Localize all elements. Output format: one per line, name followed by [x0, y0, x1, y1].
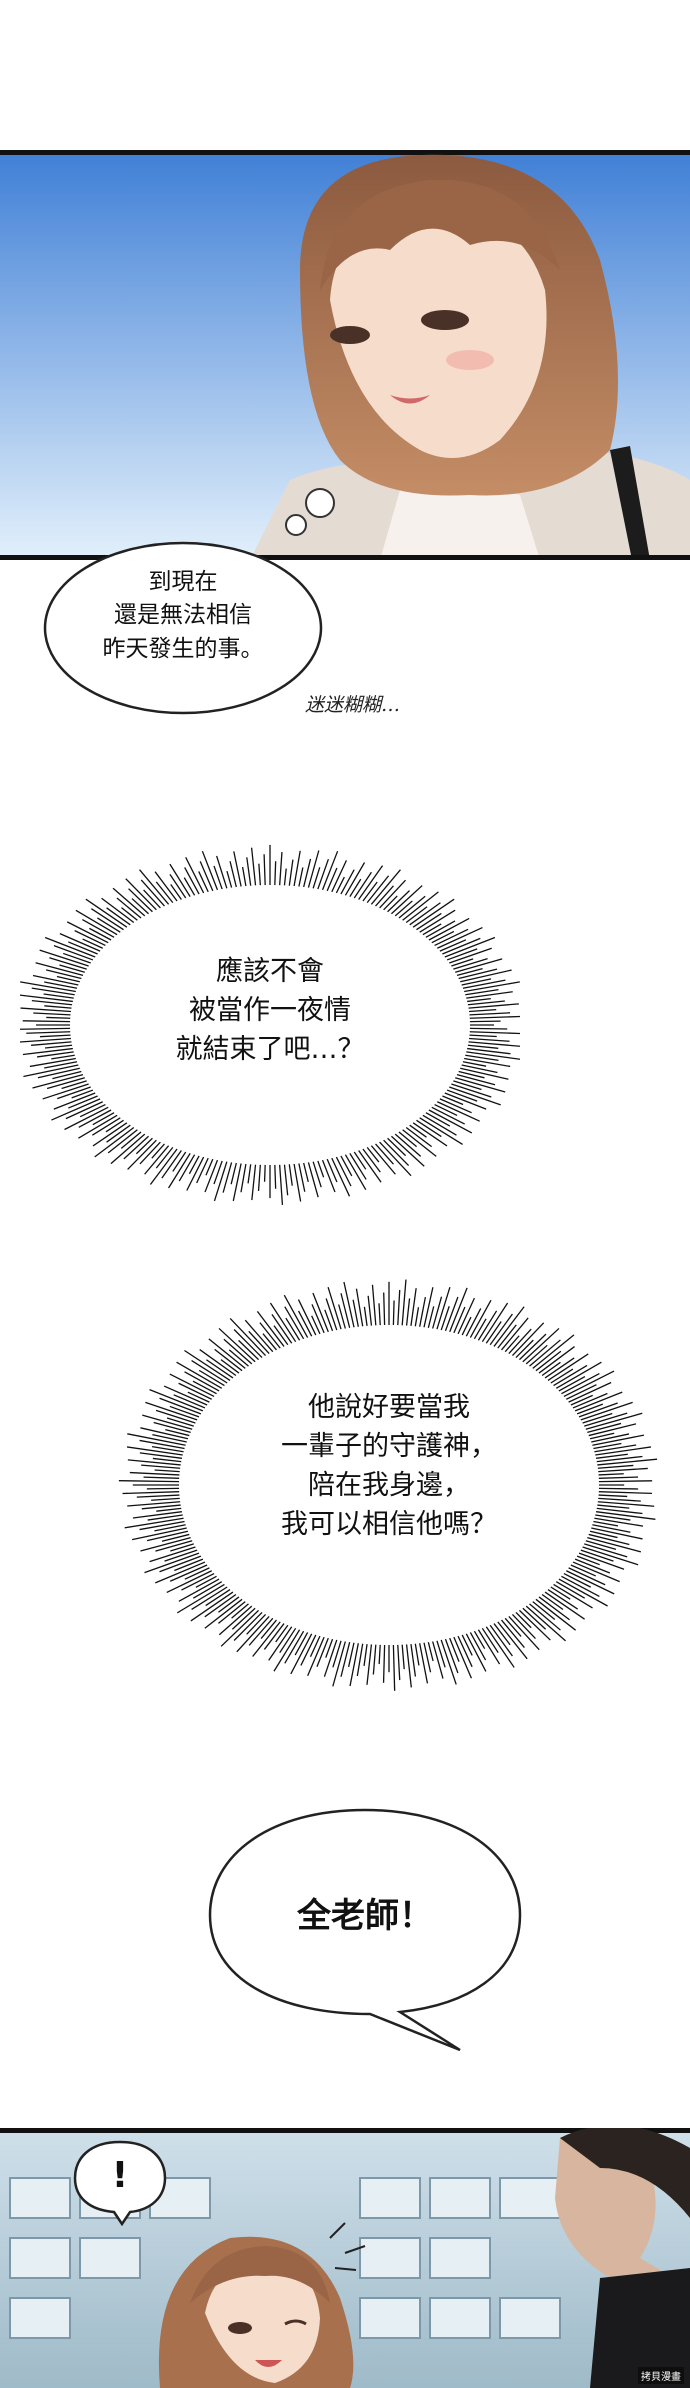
thought-line: 他說好要當我 [308, 1392, 470, 1423]
sfx-text: 迷迷糊糊… [305, 694, 401, 716]
burst-outline [20, 844, 520, 1205]
man-coat [590, 2268, 690, 2388]
thought-line: 被當作一夜情 [189, 995, 351, 1027]
thought-line: 應該不會 [216, 956, 324, 987]
exclaim-bubble: ! [70, 2136, 170, 2226]
bottom-panel: ! 拷貝漫畫 [0, 2128, 690, 2388]
speech-line: 到現在 [148, 569, 218, 595]
mouth [390, 395, 430, 404]
watermark: 拷貝漫畫 [638, 2367, 684, 2384]
thought-bubble-1: 應該不會 被當作一夜情 就結束了吧…？ [20, 840, 520, 1210]
face [205, 2260, 320, 2383]
thought-line: 一輩子的守護神， [281, 1431, 497, 1463]
right-eye [421, 310, 469, 330]
speech-bubble: 到現在 還是無法相信 昨天發生的事。 [38, 536, 328, 726]
thought-line: 我可以相信他嗎？ [281, 1509, 497, 1541]
thought-bubble-2: 他說好要當我 一輩子的守護神， 陪在我身邊， 我可以相信他嗎？ [118, 1270, 660, 1700]
thought-line: 就結束了吧…？ [175, 1034, 365, 1066]
shout-bubble: 全老師！ [200, 1800, 530, 2060]
left-eye [330, 326, 370, 344]
thought-line: 陪在我身邊， [308, 1470, 470, 1502]
exclaim-text: ! [111, 2155, 129, 2196]
speech-line: 還是無法相信 [114, 602, 252, 629]
top-panel-art [0, 150, 690, 560]
strap [610, 446, 650, 560]
speech-line: 昨天發生的事。 [102, 635, 264, 662]
shirt [380, 486, 540, 560]
face [330, 209, 547, 458]
top-panel [0, 150, 690, 560]
burst-outline [118, 1279, 658, 1691]
shout-text: 全老師！ [297, 1896, 433, 1936]
